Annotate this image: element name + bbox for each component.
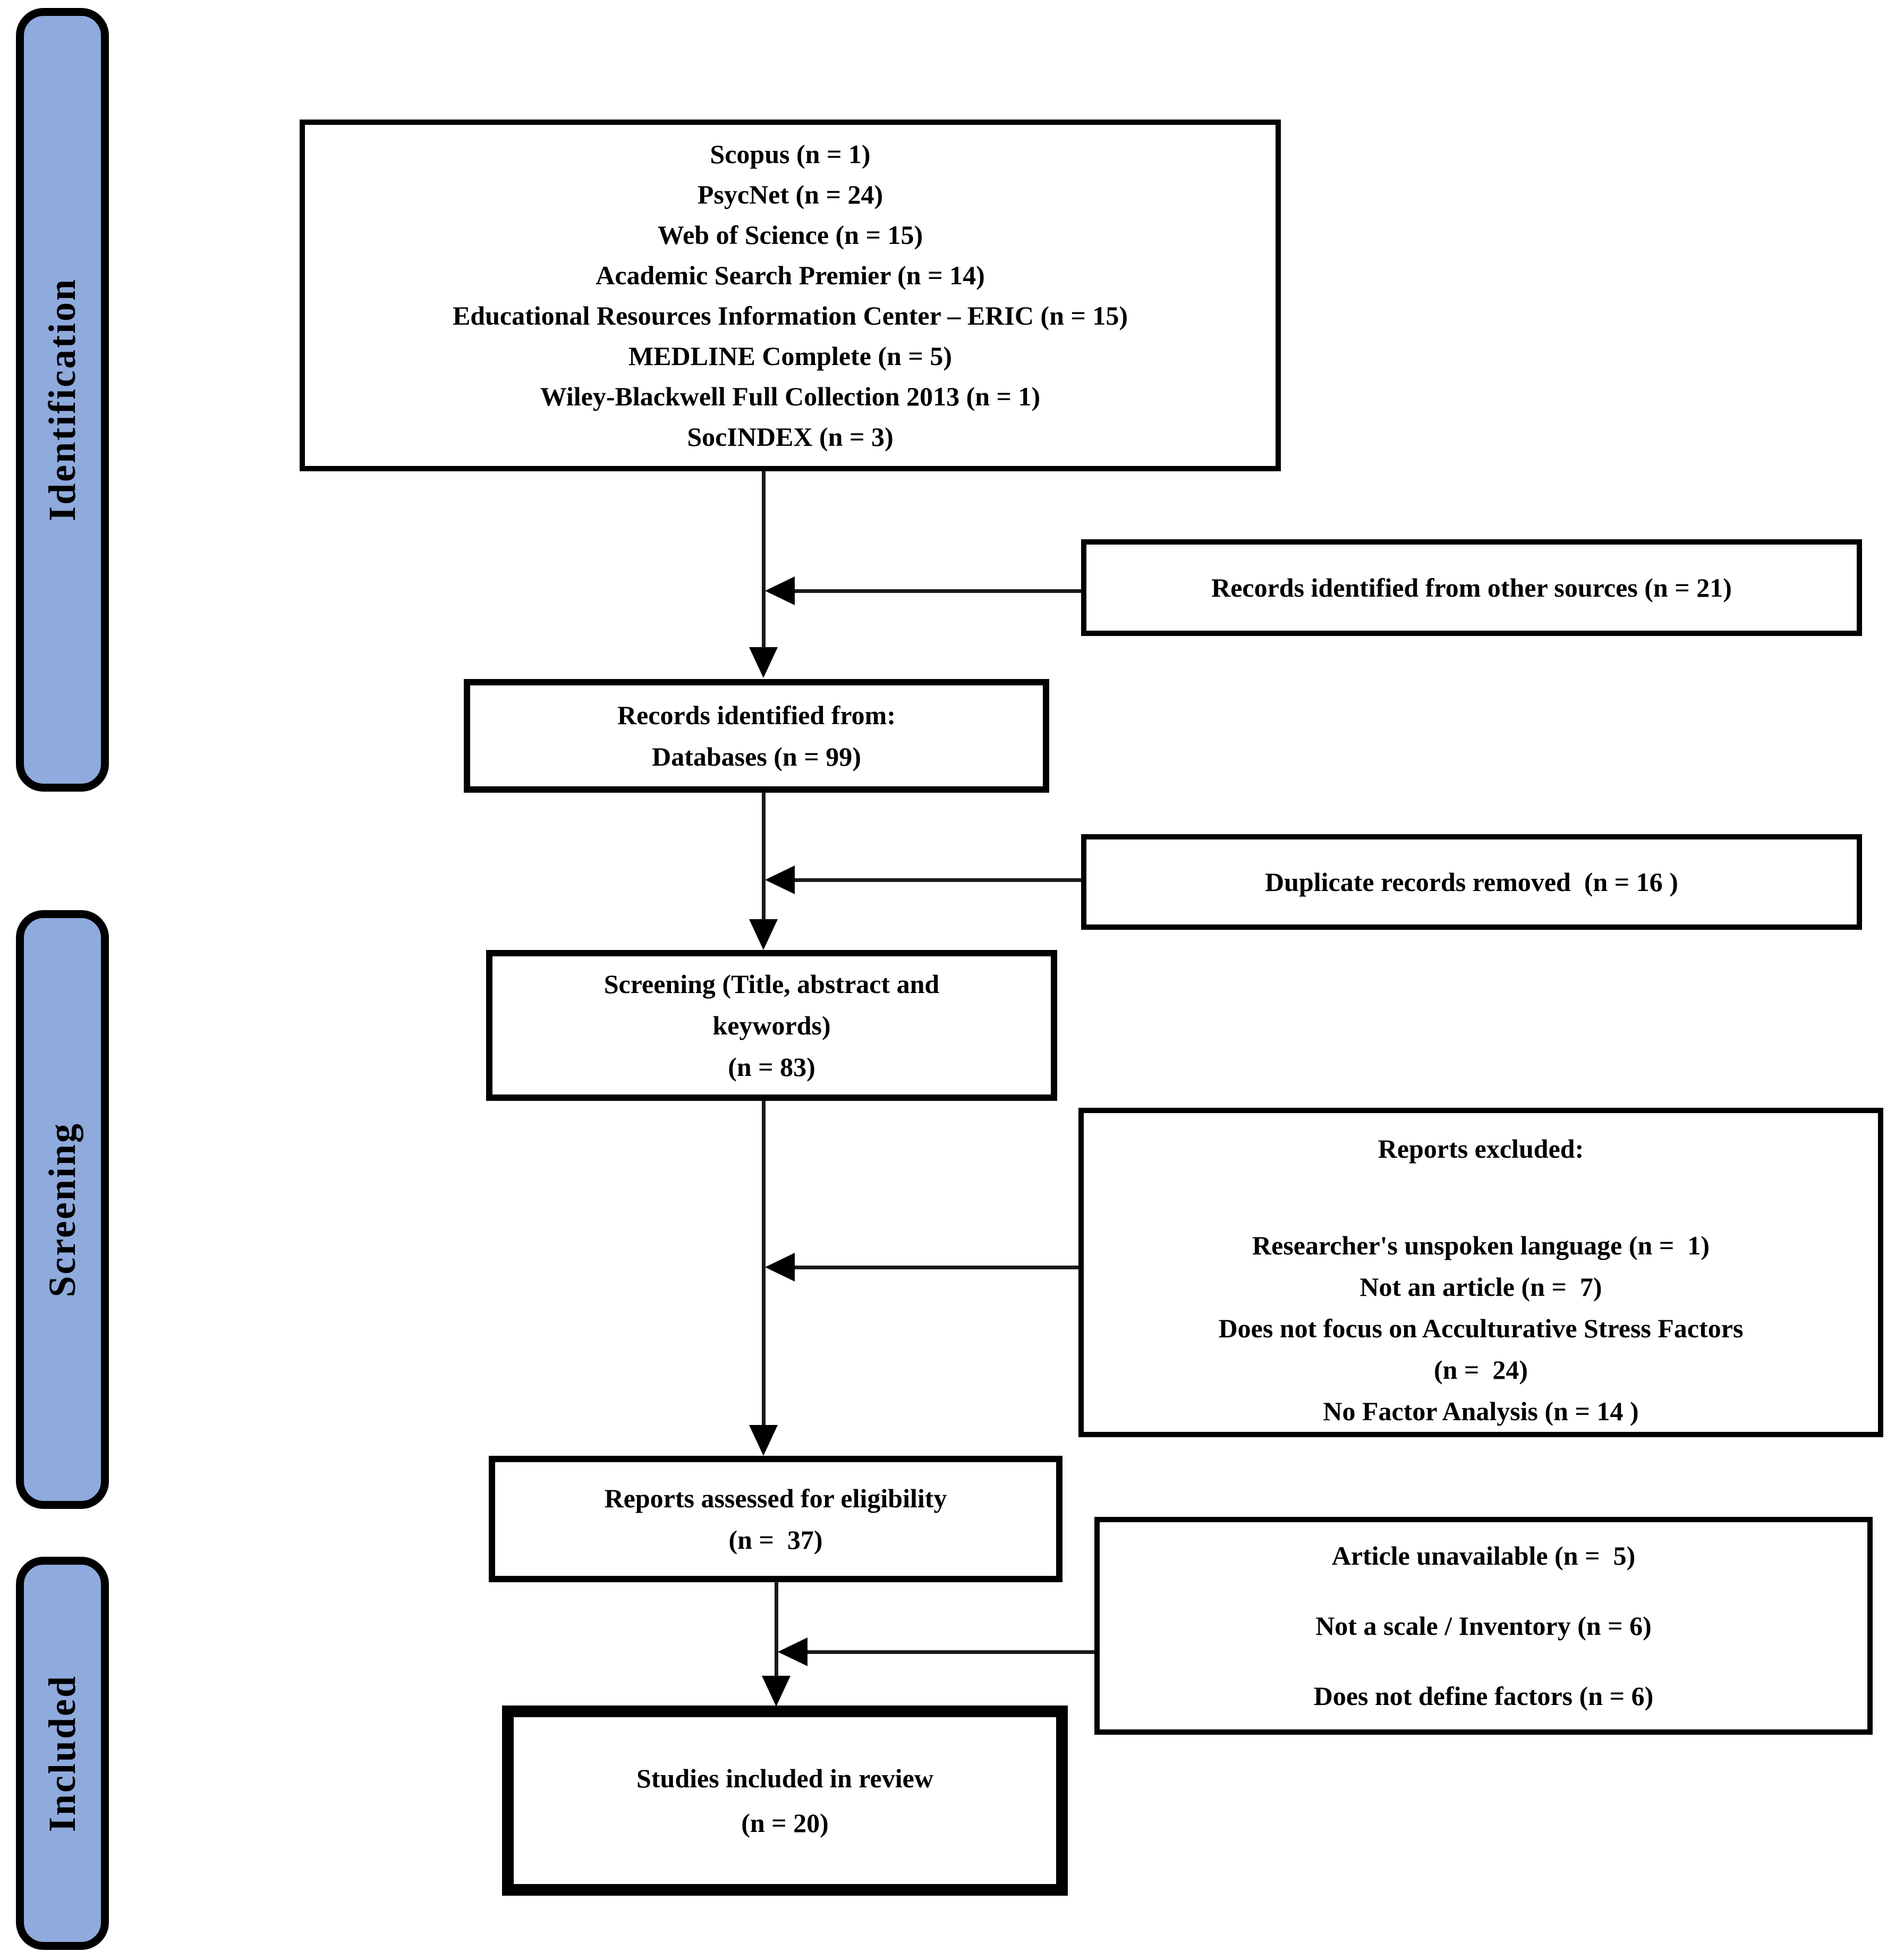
stage-label-screening: Screening: [41, 1122, 83, 1297]
database-entry: Educational Resources Information Center…: [452, 301, 1128, 330]
arrowhead-left-icon: [765, 576, 795, 605]
connector-line-assessed-to-included: [775, 1582, 778, 1676]
assessed-line: Reports assessed for eligibility: [604, 1483, 947, 1513]
database-entry: Wiley-Blackwell Full Collection 2013 (n …: [540, 381, 1041, 411]
arrowhead-left-icon: [765, 1253, 795, 1282]
assessed-line: (n = 37): [728, 1525, 823, 1555]
database-entry: Web of Science (n = 15): [657, 220, 923, 250]
unavailable-reason: Article unavailable (n = 5): [1331, 1541, 1636, 1571]
excluded-title: Reports excluded:: [1378, 1134, 1584, 1164]
stage-bar-identification: Identification: [16, 8, 109, 792]
box-reports-excluded: Reports excluded: Researcher's unspoken …: [1078, 1108, 1883, 1437]
box-screening: Screening (Title, abstract and keywords)…: [486, 950, 1057, 1101]
box-studies-included: Studies included in review (n = 20): [502, 1706, 1068, 1896]
excluded-reason: Researcher's unspoken language (n = 1): [1252, 1231, 1710, 1260]
stage-label-identification: Identification: [41, 278, 83, 522]
arrowhead-left-icon: [765, 866, 795, 894]
excluded-reason: (n = 24): [1433, 1355, 1528, 1385]
connector-line-records-to-screening: [762, 793, 766, 919]
excluded-reason: Does not focus on Acculturative Stress F…: [1218, 1313, 1744, 1343]
records-line: Records identified from:: [617, 700, 896, 730]
stage-label-included: Included: [41, 1674, 83, 1832]
unavailable-reason: Does not define factors (n = 6): [1313, 1681, 1654, 1711]
database-entry: PsycNet (n = 24): [697, 180, 883, 209]
records-line: Databases (n = 99): [652, 742, 861, 771]
arrowhead-left-icon: [778, 1637, 808, 1666]
database-entry: MEDLINE Complete (n = 5): [628, 341, 952, 371]
database-entry: Academic Search Premier (n = 14): [596, 260, 985, 290]
connector-line-screening-to-assessed: [762, 1101, 766, 1425]
box-reports-assessed: Reports assessed for eligibility (n = 37…: [489, 1456, 1062, 1582]
excluded-reason: Not an article (n = 7): [1359, 1272, 1602, 1302]
stage-bar-screening: Screening: [16, 910, 109, 1509]
connector-line-other-sources: [794, 589, 1081, 593]
arrowhead-down-icon: [749, 647, 778, 678]
box-article-unavailable: Article unavailable (n = 5) Not a scale …: [1094, 1517, 1873, 1735]
screening-line: (n = 83): [728, 1052, 815, 1082]
arrowhead-down-icon: [762, 1676, 790, 1707]
stage-bar-included: Included: [16, 1557, 109, 1950]
duplicates-text: Duplicate records removed (n = 16 ): [1265, 867, 1678, 897]
database-entry: SocINDEX (n = 3): [687, 422, 894, 452]
included-line: (n = 20): [741, 1808, 829, 1838]
connector-line-unavailable: [806, 1650, 1094, 1654]
box-databases-identified: Scopus (n = 1) PsycNet (n = 24) Web of S…: [300, 120, 1281, 471]
included-line: Studies included in review: [636, 1763, 933, 1793]
arrowhead-down-icon: [749, 919, 778, 950]
box-records-identified: Records identified from: Databases (n = …: [464, 679, 1049, 793]
connector-line-databases-to-records: [762, 471, 766, 647]
box-duplicates-removed: Duplicate records removed (n = 16 ): [1081, 834, 1862, 930]
screening-line: Screening (Title, abstract and: [604, 969, 940, 999]
connector-line-excluded: [794, 1266, 1078, 1269]
other-sources-text: Records identified from other sources (n…: [1211, 573, 1732, 603]
connector-line-duplicates: [794, 878, 1081, 882]
screening-line: keywords): [712, 1011, 831, 1040]
database-entry: Scopus (n = 1): [710, 139, 871, 169]
box-other-sources: Records identified from other sources (n…: [1081, 539, 1862, 636]
excluded-reason: No Factor Analysis (n = 14 ): [1323, 1396, 1639, 1426]
unavailable-reason: Not a scale / Inventory (n = 6): [1315, 1611, 1652, 1641]
arrowhead-down-icon: [749, 1425, 778, 1456]
